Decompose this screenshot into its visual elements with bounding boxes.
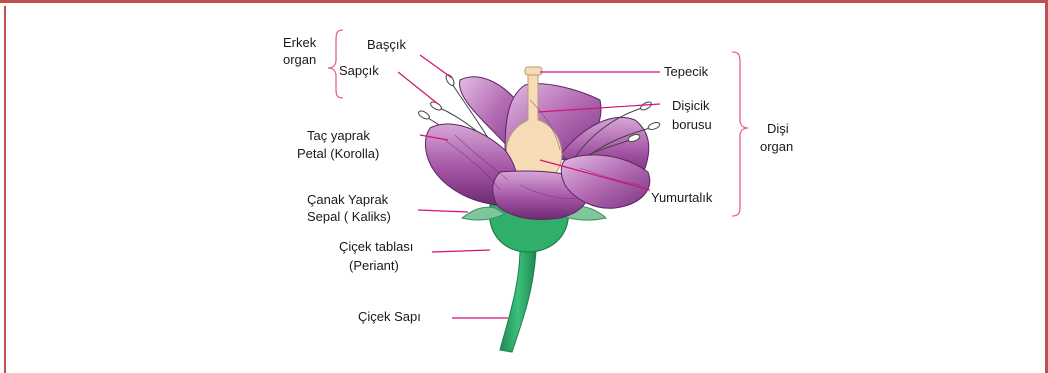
label-stigma: Tepecik — [664, 64, 709, 79]
label-ovary: Yumurtalık — [651, 190, 713, 205]
label-male-organ-line2: organ — [283, 52, 316, 67]
label-receptacle-line2: (Periant) — [349, 258, 399, 273]
label-filament: Sapçık — [339, 63, 379, 78]
label-anther: Başçık — [367, 37, 407, 52]
label-female-organ-line1: Dişi — [767, 121, 789, 136]
label-petal-line2: Petal (Korolla) — [297, 146, 379, 161]
label-sepal-line2: Sepal ( Kaliks) — [307, 209, 391, 224]
label-receptacle-line1: Çiçek tablası — [339, 239, 413, 254]
label-style-line2: borusu — [672, 117, 712, 132]
stigma-shape — [525, 67, 542, 75]
label-female-organ-line2: organ — [760, 139, 793, 154]
label-style-line1: Dişicik — [672, 98, 710, 113]
label-sepal-line1: Çanak Yaprak — [307, 192, 389, 207]
label-petal-line1: Taç yaprak — [307, 128, 370, 143]
flower-stem — [500, 248, 536, 352]
female-organ-brace — [732, 52, 748, 216]
label-male-organ-line1: Erkek — [283, 35, 317, 50]
label-peduncle: Çiçek Sapı — [358, 309, 421, 324]
